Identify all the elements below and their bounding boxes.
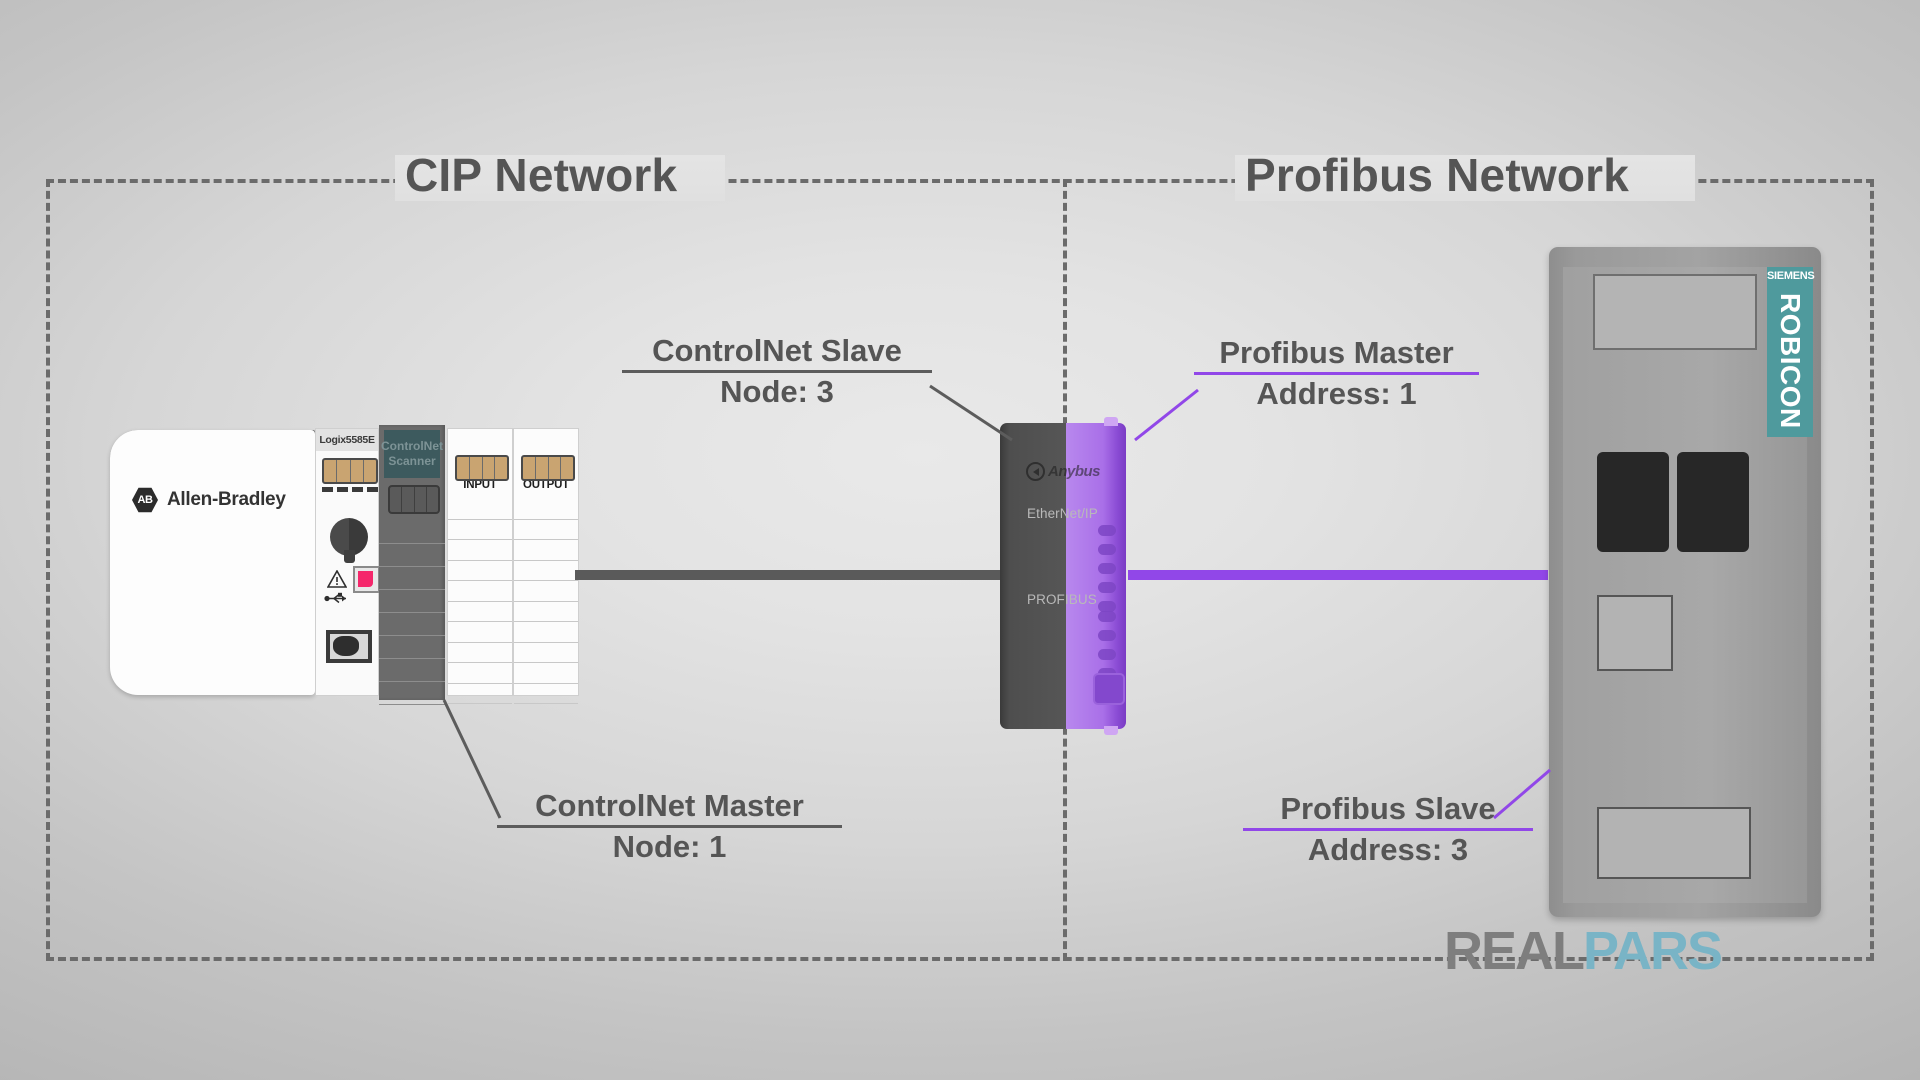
anybus-wordmark: Anybus bbox=[1048, 463, 1101, 480]
profibus-network-title: Profibus Network bbox=[1245, 149, 1630, 201]
annotation-profibus-slave: Profibus Slave Address: 3 bbox=[1243, 790, 1533, 869]
controlnet-scanner-module: ControlNet Scanner bbox=[379, 425, 445, 705]
output-module-label: OUTPUT bbox=[522, 479, 570, 491]
ab-hex-mark: AB bbox=[132, 487, 158, 513]
controlnet-cable bbox=[575, 570, 1020, 580]
annotation-profibus-master: Profibus Master Address: 1 bbox=[1194, 334, 1479, 413]
realpars-logo-pars: PARS bbox=[1583, 921, 1723, 981]
controlnet-master-node: Node: 1 bbox=[612, 829, 727, 864]
input-module-terminals bbox=[448, 499, 512, 704]
profibus-slave-address: Address: 3 bbox=[1307, 832, 1469, 867]
cpu-terminal-block bbox=[322, 458, 378, 484]
cip-network-title: CIP Network bbox=[405, 149, 678, 201]
output-terminal-block bbox=[521, 455, 575, 481]
profibus-master-title: Profibus Master bbox=[1219, 335, 1454, 370]
anybus-logo: Anybus bbox=[1026, 462, 1101, 481]
controlnet-slave-rule bbox=[622, 370, 932, 373]
controlnet-master-rule bbox=[497, 825, 842, 828]
sd-card-slot[interactable] bbox=[353, 566, 380, 593]
gateway-tab-bottom bbox=[1104, 726, 1118, 735]
drive-display bbox=[1593, 274, 1757, 350]
allen-bradley-label: Allen-Bradley bbox=[167, 489, 286, 510]
network-boundary-frame bbox=[46, 179, 1874, 961]
input-terminal-block bbox=[455, 455, 509, 481]
profibus-slave-title: Profibus Slave bbox=[1280, 791, 1496, 826]
siemens-robicon-drive: SIEMENS ROBICON bbox=[1549, 247, 1821, 917]
scanner-label-line2: Scanner bbox=[388, 454, 436, 468]
output-module-terminals bbox=[514, 499, 578, 704]
plc-power-supply bbox=[110, 430, 315, 695]
scanner-label: ControlNet Scanner bbox=[381, 430, 443, 478]
anybus-gateway: Anybus EtherNet/IP PROFIBUS bbox=[1000, 417, 1126, 735]
usb-icon bbox=[324, 592, 350, 605]
profibus-slave-rule bbox=[1243, 828, 1533, 831]
realpars-logo: REALPARS bbox=[1444, 920, 1723, 982]
realpars-logo-real: REAL bbox=[1444, 921, 1585, 981]
controlnet-slave-title: ControlNet Slave bbox=[652, 333, 902, 368]
controlnet-slave-node: Node: 3 bbox=[720, 374, 834, 409]
input-module-label: INPUT bbox=[463, 479, 497, 491]
gateway-profibus-label: PROFIBUS bbox=[1027, 592, 1097, 607]
drive-front-panel bbox=[1563, 267, 1807, 903]
gateway-leds-top bbox=[1098, 525, 1116, 620]
drive-vent-right bbox=[1677, 452, 1749, 552]
drive-keypad-panel[interactable] bbox=[1597, 595, 1673, 671]
profibus-cable bbox=[1128, 570, 1548, 580]
siemens-robicon-badge: SIEMENS ROBICON bbox=[1767, 267, 1815, 437]
gateway-sub-d9-port[interactable] bbox=[1093, 673, 1125, 705]
gateway-tab-top bbox=[1104, 417, 1118, 426]
annotation-controlnet-master: ControlNet Master Node: 1 bbox=[497, 787, 842, 866]
gateway-ethernet-label: EtherNet/IP bbox=[1027, 506, 1098, 521]
cpu-dash-marks bbox=[322, 487, 378, 492]
cpu-model-label: Logix5585E bbox=[316, 429, 378, 451]
anybus-ring-icon bbox=[1026, 462, 1045, 481]
scanner-vent-ribs bbox=[379, 521, 445, 705]
robicon-label: ROBICON bbox=[1775, 292, 1806, 429]
scanner-terminal-block bbox=[388, 485, 440, 514]
controlnet-master-title: ControlNet Master bbox=[535, 788, 804, 823]
profibus-master-address: Address: 1 bbox=[1256, 376, 1417, 411]
ethernet-port[interactable] bbox=[326, 630, 372, 663]
siemens-label: SIEMENS bbox=[1767, 270, 1815, 282]
allen-bradley-logo: AB Allen-Bradley bbox=[132, 487, 286, 513]
profibus-master-rule bbox=[1194, 372, 1479, 375]
warning-triangle-icon bbox=[326, 569, 348, 588]
title-mask-right bbox=[1235, 155, 1695, 201]
scanner-label-line1: ControlNet bbox=[381, 439, 443, 453]
annotation-controlnet-slave: ControlNet Slave Node: 3 bbox=[622, 332, 932, 411]
cpu-key-switch[interactable] bbox=[330, 518, 368, 563]
drive-terminal-panel bbox=[1597, 807, 1751, 879]
title-mask-left bbox=[395, 155, 725, 201]
drive-vent-left bbox=[1597, 452, 1669, 552]
